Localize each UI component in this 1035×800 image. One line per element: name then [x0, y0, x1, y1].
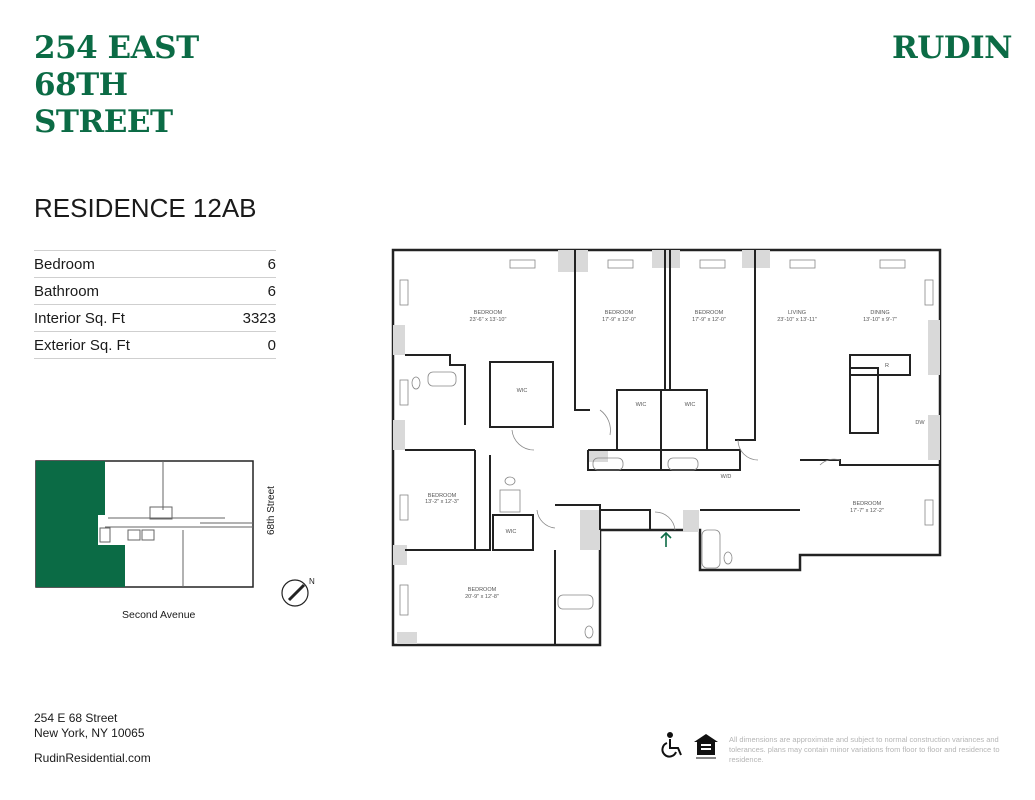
residence-title: RESIDENCE 12AB — [34, 193, 257, 223]
title-line: 68TH — [34, 67, 128, 103]
closet-label: WIC — [636, 402, 647, 408]
bathtub-icon — [427, 371, 457, 387]
toilet-icon — [723, 551, 733, 565]
toilet-icon — [411, 376, 421, 390]
room-dims: 23'-10" x 13'-11" — [777, 317, 817, 323]
stat-value: 0 — [267, 336, 276, 354]
toilet-icon — [504, 476, 516, 486]
room-dims: 23'-6" x 13'-10" — [470, 317, 507, 323]
appliance-label: DW — [915, 420, 925, 426]
north-arrow-icon — [281, 579, 309, 607]
room-labels: BEDROOM 23'-6" x 13'-10" BEDROOM 17'-9" … — [425, 310, 925, 600]
stat-value: 6 — [267, 282, 276, 300]
room-dims: 13'-10" x 9'-7" — [863, 317, 897, 323]
room-dims: 17'-7" x 12'-2" — [850, 508, 884, 514]
unit-highlight — [36, 461, 125, 587]
entry-arrow-icon — [660, 531, 672, 547]
room-name: BEDROOM — [853, 501, 882, 507]
stat-label: Exterior Sq. Ft — [34, 336, 130, 354]
stat-row: Interior Sq. Ft 3323 — [34, 305, 276, 332]
website-link[interactable]: RudinResidential.com — [34, 751, 151, 765]
north-label: N — [309, 577, 315, 586]
toilet-icon — [584, 625, 594, 639]
address-line: 254 E 68 Street — [34, 711, 118, 725]
stat-row: Exterior Sq. Ft 0 — [34, 332, 276, 359]
stat-label: Bathroom — [34, 282, 100, 300]
stat-value: 3323 — [242, 309, 276, 327]
equal-housing-icon — [694, 734, 718, 759]
keyplan-walls — [99, 461, 253, 587]
title-line: 254 EAST — [34, 30, 199, 66]
room-name: BEDROOM — [695, 310, 724, 316]
building-title: 254 EAST 68TH STREET — [34, 30, 199, 141]
wheelchair-accessible-icon — [661, 732, 682, 758]
stat-label: Bedroom — [34, 255, 95, 273]
room-name: BEDROOM — [605, 310, 634, 316]
exterior-walls — [391, 248, 942, 647]
key-plan: N — [35, 460, 315, 607]
closet-label: WIC — [506, 529, 517, 535]
shower-icon — [499, 489, 521, 513]
room-dims: 20'-9" x 12'-8" — [465, 594, 499, 600]
fixtures — [399, 259, 934, 639]
closet-label: WIC — [517, 388, 528, 394]
room-name: BEDROOM — [474, 310, 503, 316]
north-arrow-needle — [287, 583, 306, 602]
title-line: STREET — [34, 104, 173, 140]
appliance-label: R — [885, 363, 889, 369]
room-name: BEDROOM — [468, 587, 497, 593]
rudin-logo: RUDIN — [892, 30, 1013, 66]
bathtub-icon — [557, 594, 594, 610]
stats-table: Bedroom 6 Bathroom 6 Interior Sq. Ft 3323 E… — [34, 250, 276, 359]
closet-label: WIC — [685, 402, 696, 408]
avenue-label: Second Avenue — [122, 609, 196, 621]
bathtub-icon — [592, 457, 624, 471]
disclaimer: All dimensions are approximate and subje… — [729, 735, 1000, 764]
stat-row: Bedroom 6 — [34, 251, 276, 278]
room-name: DINING — [870, 310, 889, 316]
room-name: LIVING — [788, 310, 806, 316]
room-dims: 13'-2" x 12'-3" — [425, 499, 459, 505]
room-name: BEDROOM — [428, 493, 457, 499]
address-line: New York, NY 10065 — [34, 726, 145, 740]
stat-value: 6 — [267, 255, 276, 273]
bathtub-icon — [701, 529, 721, 569]
bathtub-icon — [667, 457, 699, 471]
address: 254 E 68 Street New York, NY 10065 — [34, 711, 145, 741]
stat-label: Interior Sq. Ft — [34, 309, 125, 327]
room-dims: 17'-9" x 12'-0" — [692, 317, 726, 323]
stat-row: Bathroom 6 — [34, 278, 276, 305]
room-dims: 17'-9" x 12'-0" — [602, 317, 636, 323]
closet-label: W/D — [721, 474, 732, 480]
interior-walls — [405, 250, 940, 645]
